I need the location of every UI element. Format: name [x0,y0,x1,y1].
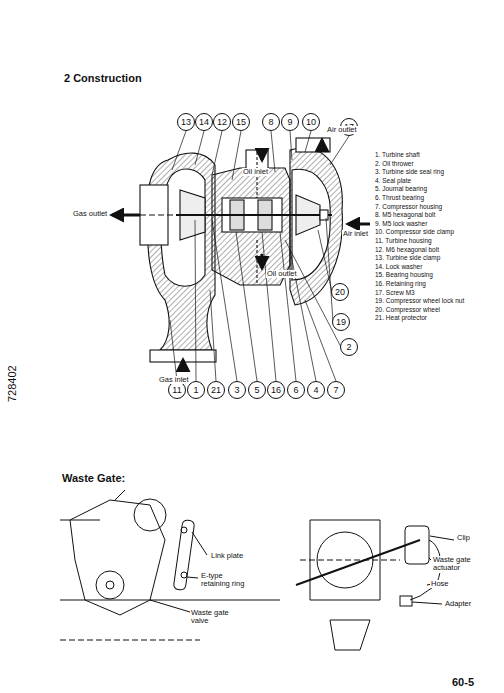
parts-list-item: 6. Thrust bearing [375,194,424,201]
parts-list-item: 7. Compressor housing [375,203,442,210]
parts-list-item: 14. Lock washer [375,263,422,270]
callout-number: 10 [302,113,320,131]
cross-section [140,138,342,362]
document-number: 728402 [6,365,18,402]
callout-number: 13 [177,113,195,131]
part-label: Waste gate valve [190,609,236,626]
callout-number: 8 [262,113,280,131]
parts-list-item: 4. Seal plate [375,177,411,184]
flow-label: Air inlet [342,230,369,238]
flow-label: Oil inlet [242,168,269,176]
parts-list-item: 3. Turbine side seal ring [375,168,444,175]
part-label: E-type retaining ring [200,572,254,589]
page-number: 60-5 [452,676,474,688]
callout-number: 20 [331,283,349,301]
parts-list-item: 17. Screw M3 [375,289,415,296]
leader-lines [170,131,349,381]
section-title: 2 Construction [64,72,142,84]
part-label: Waste gate actuator [432,556,480,573]
callout-number: 4 [307,381,325,399]
flow-label: Gas outlet [72,210,108,218]
parts-list-item: 15. Bearing housing [375,271,433,278]
part-label: Hose [430,580,450,588]
callout-number: 5 [248,381,266,399]
waste-gate-valve-view [60,490,280,640]
callout-number: 7 [327,381,345,399]
parts-list-item: 9. M5 lock washer [375,220,427,227]
parts-list-item: 21. Heat protector [375,314,427,321]
callout-number: 14 [195,113,213,131]
flow-label: Air outlet [326,126,358,134]
parts-list-item: 2. Oil thrower [375,160,414,167]
parts-list-item: 20. Compressor wheel [375,306,440,313]
callout-number: 9 [281,113,299,131]
callout-number: 12 [213,113,231,131]
parts-list-item: 12. M6 hexagonal bolt [375,246,439,253]
parts-list-item: 19. Compressor wheel lock nut [375,297,464,304]
callout-number: 15 [232,113,250,131]
part-label: Clip [456,534,471,542]
callout-number: 19 [332,313,350,331]
parts-list-item: 1. Turbine shaft [375,151,420,158]
callout-number: 21 [207,381,225,399]
callout-number: 2 [340,338,358,356]
parts-list-item: 16. Retaining ring [375,280,426,287]
callout-number: 16 [267,381,285,399]
part-label: Adapter [444,600,472,608]
callout-number: 1 [187,381,205,399]
parts-list-item: 11. Turbine housing [375,237,432,244]
parts-list-item: 13. Turbine side clamp [375,254,440,261]
flow-label: Gas inlet [158,376,190,384]
parts-list-item: 10. Compressor side clamp [375,228,454,235]
waste-gate-actuator-view [296,520,454,650]
parts-list-item: 8. M5 hexagonal bolt [375,211,435,218]
flow-arrows [112,140,370,372]
section-heading: Waste Gate: [62,472,125,484]
callout-number: 6 [287,381,305,399]
callout-number: 3 [228,381,246,399]
part-label: Link plate [210,552,244,560]
flow-label: Oil outlet [266,270,298,278]
parts-list-item: 5. Journal bearing [375,185,427,192]
